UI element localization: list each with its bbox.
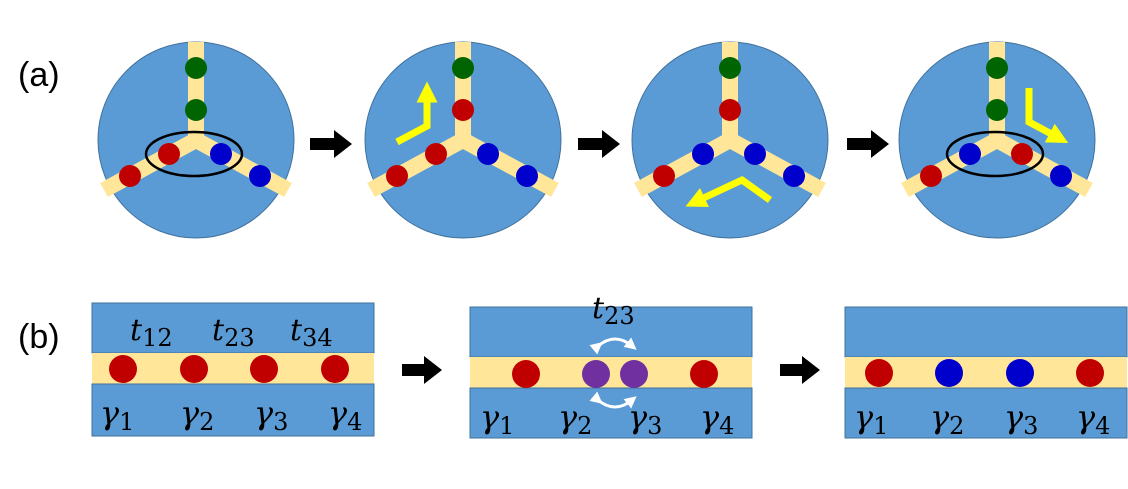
majorana-label-3: γ3 — [628, 398, 662, 440]
hopping-label-t34: t34 — [290, 313, 333, 352]
wire-1: t12 t23 t34 γ1 γ2 γ3 γ4 — [91, 302, 375, 437]
red-mode — [250, 355, 278, 383]
red-mode — [690, 360, 718, 388]
step-arrow — [780, 356, 820, 384]
red-mode — [180, 355, 208, 383]
red-mode — [425, 143, 447, 165]
red-mode — [719, 99, 741, 121]
hopping-label-t23-active: t23 — [592, 291, 635, 330]
step-arrow — [402, 356, 442, 384]
pair-ellipse — [945, 130, 1045, 178]
pair-ellipse — [144, 130, 244, 178]
red-mode — [119, 165, 141, 187]
green-mode — [719, 57, 741, 79]
move-arrow — [1025, 88, 1069, 143]
blue-mode — [1050, 165, 1072, 187]
purple-mode — [620, 360, 648, 388]
junction-1 — [98, 42, 294, 238]
exchange-arrow-bottom — [589, 391, 637, 409]
red-mode — [452, 99, 474, 121]
red-mode — [512, 360, 540, 388]
junction-4 — [899, 42, 1095, 238]
wire-2: t23 γ1 γ2 γ3 γ4 — [469, 291, 753, 440]
red-mode — [109, 355, 137, 383]
blue-mode — [692, 143, 714, 165]
majorana-label-1: γ1 — [854, 398, 888, 440]
step-arrow — [847, 130, 889, 158]
wire-3: γ1 γ2 γ3 γ4 — [844, 306, 1128, 440]
majorana-label-1: γ1 — [480, 398, 514, 440]
green-mode — [185, 57, 207, 79]
move-arrow — [395, 81, 438, 146]
blue-mode — [477, 143, 499, 165]
majorana-label-1: γ1 — [100, 394, 134, 436]
red-mode — [386, 165, 408, 187]
exchange-arrow-top — [589, 337, 637, 355]
blue-mode — [744, 143, 766, 165]
red-mode — [920, 165, 942, 187]
red-mode — [321, 355, 349, 383]
blue-mode — [935, 359, 963, 387]
red-mode — [1076, 359, 1104, 387]
blue-mode — [959, 143, 981, 165]
panel-b-label: (b) — [18, 318, 60, 356]
hopping-label-t23: t23 — [212, 313, 255, 352]
blue-mode — [210, 143, 232, 165]
purple-mode — [582, 360, 610, 388]
green-mode — [986, 99, 1008, 121]
blue-mode — [516, 165, 538, 187]
majorana-label-2: γ2 — [930, 398, 964, 440]
blue-mode — [783, 165, 805, 187]
red-mode — [1011, 143, 1033, 165]
junction-3 — [632, 42, 828, 238]
panel-a-label: (a) — [18, 56, 60, 94]
red-mode — [653, 165, 675, 187]
move-arrow — [685, 175, 773, 208]
junction-2 — [365, 42, 561, 238]
green-mode — [986, 57, 1008, 79]
green-mode — [185, 99, 207, 121]
majorana-label-4: γ4 — [328, 394, 362, 436]
hopping-label-t12: t12 — [130, 313, 173, 352]
majorana-label-2: γ2 — [180, 394, 214, 436]
step-arrow — [578, 130, 620, 158]
blue-mode — [249, 165, 271, 187]
majorana-label-4: γ4 — [1076, 398, 1110, 440]
green-mode — [452, 57, 474, 79]
majorana-label-3: γ3 — [1004, 398, 1038, 440]
majorana-label-4: γ4 — [700, 398, 734, 440]
majorana-label-3: γ3 — [254, 394, 288, 436]
blue-mode — [1006, 359, 1034, 387]
red-mode — [158, 143, 180, 165]
red-mode — [865, 359, 893, 387]
majorana-label-2: γ2 — [558, 398, 592, 440]
step-arrow — [310, 130, 352, 158]
